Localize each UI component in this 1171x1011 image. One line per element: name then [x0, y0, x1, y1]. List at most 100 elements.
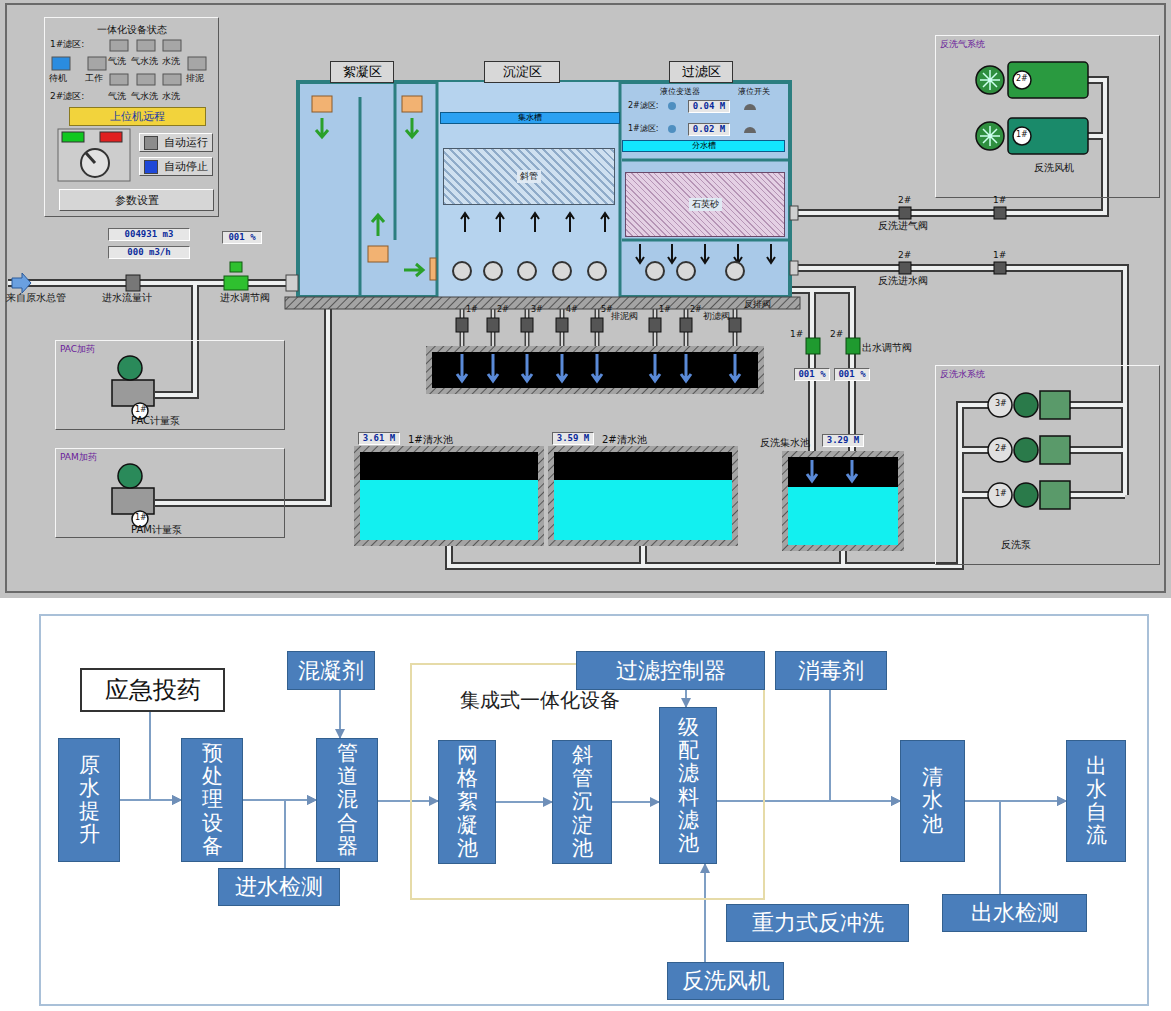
- part-label: 2#: [497, 306, 509, 314]
- part-label: 2#: [690, 306, 702, 314]
- node-text: PAC加药: [60, 343, 95, 356]
- node-text: 出水检测: [971, 898, 1059, 928]
- control-panel: 反洗气系统反洗风机: [935, 35, 1160, 198]
- part-label: 来自原水总管: [6, 293, 66, 304]
- node-text: 001 %: [838, 370, 865, 379]
- water-tank: 2#清水池: [554, 452, 732, 540]
- process-box: 原水提升: [58, 738, 120, 862]
- node-text: 清水池: [922, 766, 943, 835]
- process-box: 进水检测: [218, 868, 340, 906]
- node-text: 进水检测: [235, 872, 323, 902]
- part-label: 2#: [1016, 75, 1028, 83]
- part-label: 1#: [659, 306, 671, 314]
- process-box: 重力式反冲洗: [726, 904, 909, 942]
- flow-arrow: [378, 800, 438, 802]
- node-text: 预处理设备: [202, 742, 223, 857]
- process-box: 出水自流: [1066, 740, 1126, 862]
- sand-media: 石英砂: [625, 172, 785, 237]
- water-tank: 1#清水池: [360, 452, 538, 540]
- flow-arrow: [1000, 801, 1066, 894]
- flow-arrow: [830, 690, 900, 801]
- node-text: 0.02 M: [693, 125, 726, 134]
- zone-tag: 絮凝区: [330, 61, 394, 83]
- node-text: 004931 m3: [125, 230, 174, 239]
- node-text: 反洗风机: [1034, 161, 1074, 175]
- part-label: 进水流量计: [102, 293, 152, 304]
- node-text: 絮凝区: [343, 63, 382, 81]
- process-box: 反洗风机: [667, 962, 784, 1000]
- part-label: 气洗: [108, 92, 126, 101]
- node-text: PAM加药: [60, 451, 97, 464]
- water-tank: 反洗集水池: [788, 457, 898, 545]
- flow-arrow: [612, 801, 659, 803]
- node-text: 斜管沉淀池: [572, 744, 593, 859]
- part-label: 水洗: [162, 57, 180, 66]
- process-box: 混凝剂: [287, 651, 375, 690]
- flow-arrow: [704, 864, 706, 962]
- part-label: 4#: [566, 306, 578, 314]
- channel-bar: 集水槽: [440, 112, 620, 124]
- value-display: 001 %: [222, 231, 262, 244]
- part-label: 反洗进水阀: [878, 276, 928, 287]
- node-text: 集水槽: [518, 114, 542, 122]
- value-display: 3.59 M: [552, 432, 594, 445]
- value-display: 001 %: [834, 368, 870, 381]
- node-text: PAC计量泵: [131, 414, 180, 428]
- part-label: 1#滤区:: [628, 125, 659, 133]
- process-box: 清水池: [900, 740, 965, 862]
- node-text: 反洗泵: [1001, 538, 1031, 552]
- flow-arrow: [339, 690, 341, 738]
- node-text: 分水槽: [692, 142, 716, 150]
- part-label: 1#滤区:: [50, 40, 84, 49]
- part-label: 1#: [993, 196, 1006, 205]
- mode-button: 上位机远程: [69, 107, 206, 126]
- part-label: 气水洗: [131, 92, 158, 101]
- channel-bar: 分水槽: [622, 140, 785, 152]
- part-label: 液位开关: [738, 88, 770, 96]
- node-text: 001 %: [228, 233, 255, 242]
- flow-arrow: [685, 690, 687, 707]
- node-text: 001 %: [798, 370, 825, 379]
- flow-arrow: [150, 712, 181, 800]
- part-label: 1#: [790, 330, 803, 339]
- node-text: 斜管: [517, 170, 541, 183]
- node-text: 2#清水池: [602, 433, 647, 447]
- node-text: 1#清水池: [408, 433, 453, 447]
- node-text: 出水自流: [1086, 755, 1107, 847]
- valve-label: 排泥阀: [611, 312, 620, 321]
- process-box: 斜管沉淀池: [552, 740, 612, 864]
- part-label: 2#: [830, 330, 843, 339]
- part-label: 1#: [993, 251, 1006, 260]
- part-label: 水洗: [162, 92, 180, 101]
- part-label: 液位变送器: [660, 88, 700, 96]
- node-text: 原水提升: [79, 754, 100, 846]
- node-text: 过滤控制器: [616, 656, 726, 686]
- part-label: 出水调节阀: [862, 343, 912, 354]
- value-display: 000 m3/h: [108, 246, 190, 259]
- process-box: 网格絮凝池: [438, 740, 496, 864]
- push-button: 自动运行: [139, 133, 213, 152]
- node-text: 反洗气系统: [940, 38, 985, 51]
- part-label: 2#: [898, 251, 911, 260]
- valve-label: 反排阀: [744, 300, 753, 309]
- value-display: 3.61 M: [358, 432, 400, 445]
- process-box: 预处理设备: [181, 738, 243, 862]
- node-text: 石英砂: [689, 198, 722, 211]
- value-display: 0.02 M: [688, 123, 730, 136]
- part-label: 气水洗: [131, 57, 158, 66]
- node-text: PAM计量泵: [131, 523, 182, 537]
- node-text: 自动停止: [164, 159, 208, 174]
- node-text: 消毒剂: [798, 656, 864, 686]
- value-display: 004931 m3: [108, 228, 190, 241]
- part-label: 1#: [995, 490, 1007, 498]
- node-text: 反洗风机: [682, 966, 770, 996]
- part-label: 1#: [1016, 131, 1028, 139]
- node-text: 3.59 M: [557, 434, 590, 443]
- value-display: 001 %: [794, 368, 830, 381]
- process-box: 消毒剂: [775, 651, 887, 690]
- part-label: 气洗: [108, 57, 126, 66]
- flow-arrow: [496, 801, 552, 803]
- equipment-group: 集成式一体化设备网格絮凝池斜管沉淀池级配滤料滤池: [410, 663, 765, 900]
- part-label: 2#滤区:: [50, 92, 84, 101]
- zone-tag: 沉淀区: [484, 61, 560, 83]
